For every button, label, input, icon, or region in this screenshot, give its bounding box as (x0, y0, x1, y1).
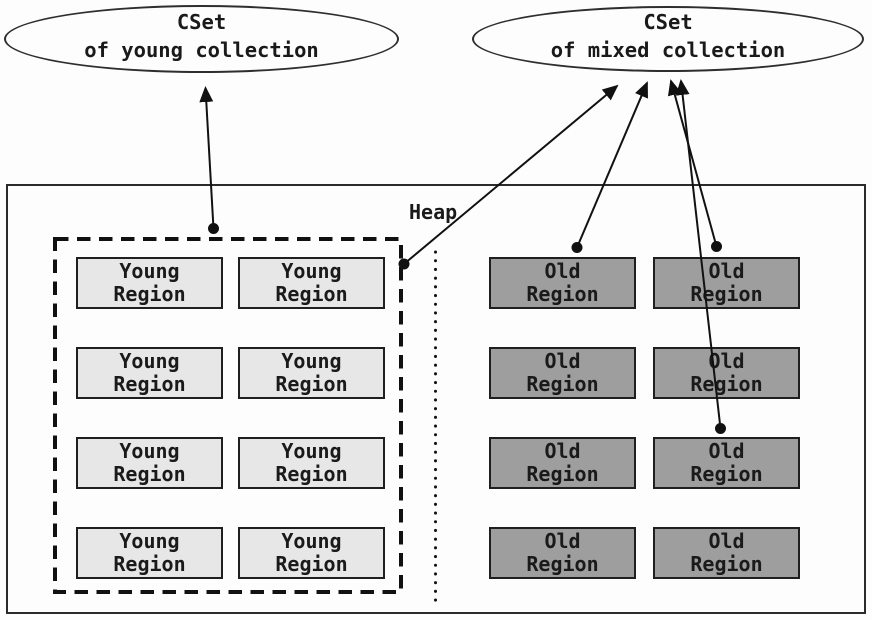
young-region-label-line1: Young (281, 529, 342, 553)
young-region-box: Young Region (238, 347, 385, 399)
old-region-label-line2: Region (526, 282, 599, 306)
heap-label: Heap (409, 200, 458, 224)
young-region-label-line2: Region (113, 552, 186, 576)
old-region-label-line1: Old (544, 529, 581, 553)
cset-young-title: CSet (176, 9, 227, 34)
young-region-box: Young Region (76, 527, 223, 579)
young-region-label-line2: Region (113, 372, 186, 396)
cset-young-subtitle: of young collection (84, 37, 319, 62)
cset-mixed-subtitle: of mixed collection (550, 37, 786, 62)
old-region-box: Old Region (489, 527, 636, 579)
old-region-box: Old Region (653, 347, 800, 399)
young-region-label-line1: Young (281, 439, 342, 463)
old-region-box: Old Region (653, 527, 800, 579)
old-region-box: Old Region (489, 347, 636, 399)
old-region-label-line2: Region (690, 552, 763, 576)
old-region-box: Old Region (489, 257, 636, 309)
young-region-label-line2: Region (113, 462, 186, 486)
young-region-box: Young Region (238, 437, 385, 489)
old-region-label-line1: Old (544, 439, 581, 463)
old-region-label-line2: Region (526, 552, 599, 576)
old-region-box: Old Region (653, 437, 800, 489)
cset-mixed-ellipse: CSet of mixed collection (472, 6, 864, 72)
old-region-label-line1: Old (708, 259, 745, 283)
old-region-label-line1: Old (708, 529, 745, 553)
young-region-label-line2: Region (113, 282, 186, 306)
young-region-box: Young Region (76, 347, 223, 399)
old-region-label-line1: Old (708, 439, 745, 463)
old-region-box: Old Region (653, 257, 800, 309)
young-region-label-line2: Region (275, 372, 348, 396)
old-region-label-line2: Region (690, 372, 763, 396)
young-region-label-line1: Young (119, 439, 180, 463)
old-region-label-line2: Region (690, 282, 763, 306)
young-region-label-line1: Young (281, 259, 342, 283)
young-region-box: Young Region (76, 437, 223, 489)
old-region-box: Old Region (489, 437, 636, 489)
young-region-label-line1: Young (119, 349, 180, 373)
old-region-label-line2: Region (526, 372, 599, 396)
young-region-box: Young Region (238, 527, 385, 579)
young-region-box: Young Region (238, 257, 385, 309)
young-region-label-line1: Young (281, 349, 342, 373)
old-region-label-line2: Region (526, 462, 599, 486)
old-region-label-line2: Region (690, 462, 763, 486)
old-region-label-line1: Old (708, 349, 745, 373)
young-region-label-line2: Region (275, 552, 348, 576)
old-region-label-line1: Old (544, 259, 581, 283)
cset-mixed-title: CSet (643, 9, 693, 34)
young-region-label-line2: Region (275, 282, 348, 306)
young-region-label-line1: Young (119, 529, 180, 553)
old-region-label-line1: Old (544, 349, 581, 373)
young-region-box: Young Region (76, 257, 223, 309)
young-region-label-line1: Young (119, 259, 180, 283)
young-region-label-line2: Region (275, 462, 348, 486)
cset-young-ellipse: CSet of young collection (4, 5, 399, 73)
